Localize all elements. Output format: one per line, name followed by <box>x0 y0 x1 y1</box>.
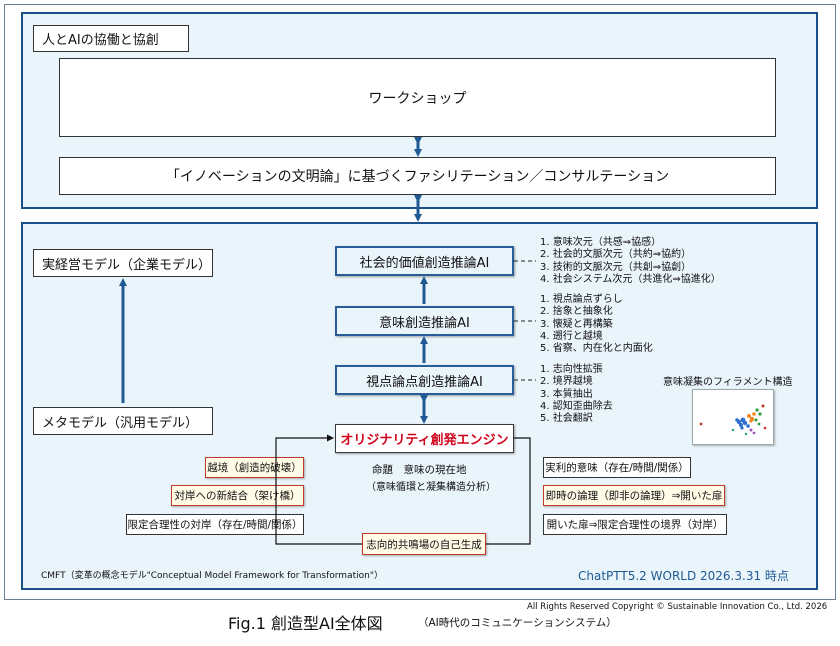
meaning-ai-box: 意味創造推論AI <box>335 306 514 336</box>
list-item: 1. 視点論点ずらし <box>540 294 623 305</box>
practical-meaning-tag: 実利的意味（存在/時間/関係） <box>543 457 691 478</box>
cmft-caption: CMFT（変革の概念モデル"Conceptual Model Framework… <box>41 571 383 581</box>
breach-tag: 越境（創造的破壊） <box>205 457 304 478</box>
list-item: 2. 社会的文脈次元（共約⇒協約） <box>540 249 692 261</box>
viewpoint-ai-box: 視点論点創造推論AI <box>335 365 514 395</box>
instant-logic-tag: 即時の論理（即非の論理）⇒開いた扉 <box>543 485 725 506</box>
workshop-box: ワークショップ <box>59 58 776 137</box>
list-item: 4. 認知歪曲除去 <box>540 400 613 412</box>
meta-model-box: メタモデル（汎用モデル） <box>33 407 213 435</box>
figure-subtitle: （AI時代のコミュニケーションシステム） <box>418 617 617 629</box>
filament-title: 意味凝集のフィラメント構造 <box>663 377 793 388</box>
list-item: 4. 遡行と越境 <box>540 330 603 342</box>
list-item: 1. 意味次元（共感⇒協感） <box>540 237 662 248</box>
list-item: 4. 社会システム次元（共進化⇒協進化） <box>540 273 721 285</box>
limited-rationality-tag: 限定合理性の対岸（存在/時間/関係） <box>126 514 304 535</box>
proposition-line-2: （意味循環と凝集構造分析） <box>366 482 496 493</box>
filament-scatter-icon <box>699 404 767 436</box>
list-item: 2. 捨象と抽象化 <box>540 306 613 318</box>
recombine-tag: 対岸への新結合（架け橋） <box>171 485 304 506</box>
filament-image <box>692 389 774 445</box>
social-value-ai-box: 社会的価値創造推論AI <box>335 246 514 276</box>
list-item: 5. 省察、内在化と内面化 <box>540 343 653 355</box>
list-item: 1. 志向性拡張 <box>540 364 603 375</box>
list-item: 5. 社会翻訳 <box>540 413 593 425</box>
copyright-text: All Rights Reserved Copyright © Sustaina… <box>527 602 828 612</box>
list-item: 2. 境界越境 <box>540 376 593 388</box>
real-model-box: 実経営モデル（企業モデル） <box>33 249 213 277</box>
originality-engine-box: オリジナリティ創発エンジン <box>335 424 514 453</box>
figure-title: Fig.1 創造型AI全体図 <box>228 614 383 633</box>
facilitation-box: 「イノベーションの文明論」に基づくファシリテーション／コンサルテーション <box>59 157 776 195</box>
version-caption: ChatPTT5.2 WORLD 2026.3.31 時点 <box>578 569 789 583</box>
collaboration-header: 人とAIの協働と協創 <box>33 25 189 52</box>
proposition-line-1: 命題 意味の現在地 <box>372 464 467 476</box>
meaning-list: 1. 視点論点ずらし 2. 捨象と抽象化 3. 懐疑と再構築 4. 遡行と越境 … <box>540 294 653 355</box>
list-item: 3. 本質抽出 <box>540 388 593 400</box>
opened-door-tag: 開いた扉⇒限定合理性の境界（対岸） <box>543 514 727 535</box>
resonance-field-tag: 志向的共鳴場の自己生成 <box>362 533 486 555</box>
list-item: 3. 懐疑と再構築 <box>540 318 613 330</box>
list-item: 3. 技術的文脈次元（共創⇒協創） <box>540 261 692 273</box>
viewpoint-list: 1. 志向性拡張 2. 境界越境 3. 本質抽出 4. 認知歪曲除去 5. 社会… <box>540 364 613 425</box>
social-value-list: 1. 意味次元（共感⇒協感） 2. 社会的文脈次元（共約⇒協約） 3. 技術的文… <box>540 237 721 286</box>
